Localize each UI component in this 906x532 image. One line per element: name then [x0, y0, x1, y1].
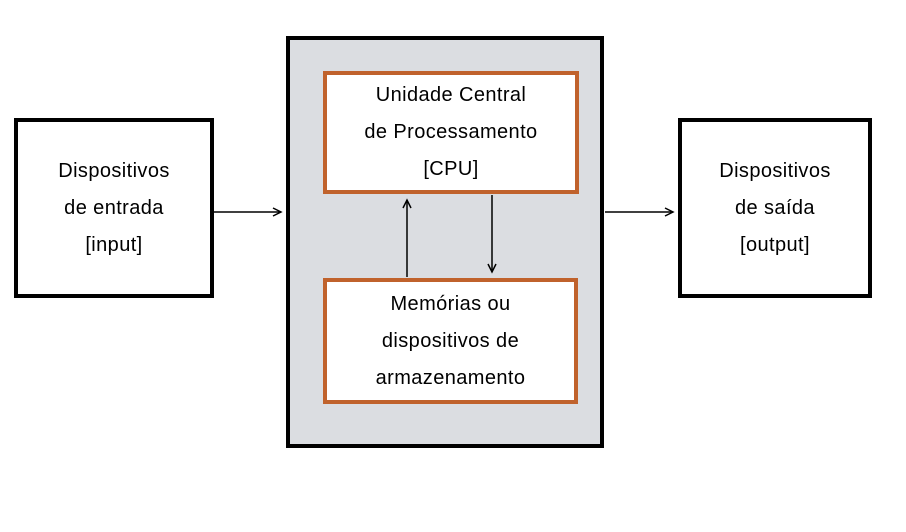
input-devices-label-line2: de entrada: [64, 196, 164, 219]
output-devices-label-line1: Dispositivos: [719, 159, 831, 182]
input-devices-box: Dispositivos de entrada [input]: [14, 118, 214, 298]
memory-label-line3: armazenamento: [375, 366, 526, 389]
output-devices-label-line2: de saída: [735, 196, 815, 219]
memory-box: Memórias ou dispositivos de armazenament…: [323, 278, 578, 404]
memory-label-line2: dispositivos de: [381, 329, 520, 352]
cpu-box: Unidade Central de Processamento [CPU]: [323, 71, 579, 194]
input-devices-label-line1: Dispositivos: [58, 159, 170, 182]
output-devices-box: Dispositivos de saída [output]: [678, 118, 872, 298]
output-devices-label-line3: [output]: [740, 233, 810, 256]
cpu-label-line1: Unidade Central: [375, 84, 527, 106]
memory-label-line1: Memórias ou: [390, 292, 511, 315]
input-devices-label-line3: [input]: [85, 233, 143, 256]
cpu-label-line3: [CPU]: [423, 158, 479, 180]
cpu-label-line2: de Processamento: [364, 121, 538, 143]
